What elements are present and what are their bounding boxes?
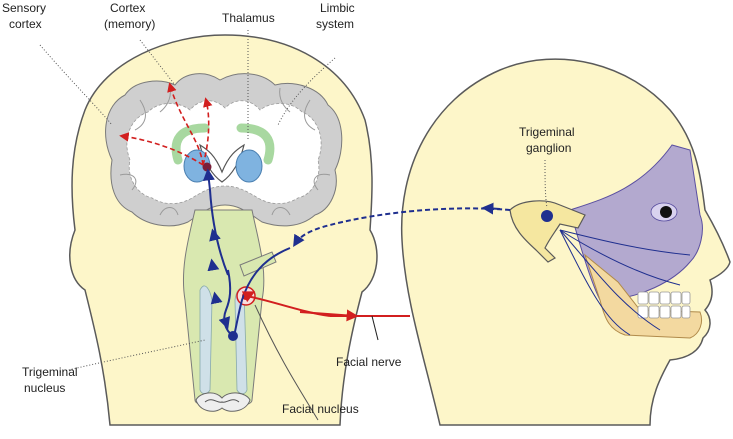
cortex-memory-label-line1: Cortex xyxy=(110,1,145,15)
thalamus-label: Thalamus xyxy=(222,11,275,25)
trigeminal-nucleus-label-line2: nucleus xyxy=(24,381,65,395)
sensory-cortex-label-line1: Sensory xyxy=(2,1,46,15)
facial-nucleus-label: Facial nucleus xyxy=(282,402,359,416)
thalamo-cortical-projection xyxy=(119,82,213,166)
label-trigeminal-nucleus: Trigeminal nucleus xyxy=(22,365,78,395)
coronal-head xyxy=(69,34,378,426)
limbic-system-label-line1: Limbic xyxy=(320,1,355,15)
trigeminal-ganglion-label-line2: ganglion xyxy=(526,141,571,155)
label-cortex-memory: Cortex (memory) xyxy=(104,1,155,31)
trigeminal-root xyxy=(239,251,277,277)
spinal-tract-left xyxy=(199,285,213,395)
trigeminal-ganglion-body xyxy=(509,200,586,263)
trigeminal-branches xyxy=(559,229,691,336)
facial-nerve-line xyxy=(371,315,379,341)
limbic-right xyxy=(236,123,275,165)
trigeminal-nucleus-label-line1: Trigeminal xyxy=(22,365,78,379)
label-sensory-cortex: Sensory cortex xyxy=(2,1,46,31)
teeth xyxy=(637,291,691,319)
peripheral-afferent xyxy=(293,202,511,248)
limbic-left xyxy=(171,123,210,165)
brain-white-matter xyxy=(126,100,322,205)
sensory-cortex-label-line2: cortex xyxy=(9,17,42,31)
label-limbic-system: Limbic system xyxy=(316,1,355,31)
cortex-memory-label-line2: (memory) xyxy=(104,17,155,31)
facial-nerve-label: Facial nerve xyxy=(336,355,402,369)
motor-pathway xyxy=(241,291,410,322)
face-trigeminal-field xyxy=(569,144,703,301)
leader-lines xyxy=(39,30,548,421)
eye-pupil xyxy=(660,206,672,218)
profile-head xyxy=(400,58,731,426)
thalamus-right xyxy=(235,149,263,183)
label-trigeminal-ganglion: Trigeminal ganglion xyxy=(519,125,575,155)
trigeminal-ganglion-dot xyxy=(541,210,553,222)
brainstem xyxy=(182,209,265,408)
trigeminal-ganglion-label-line1: Trigeminal xyxy=(519,125,575,139)
limbic-system-label-line2: system xyxy=(316,17,354,31)
medulla-inner xyxy=(204,399,240,403)
